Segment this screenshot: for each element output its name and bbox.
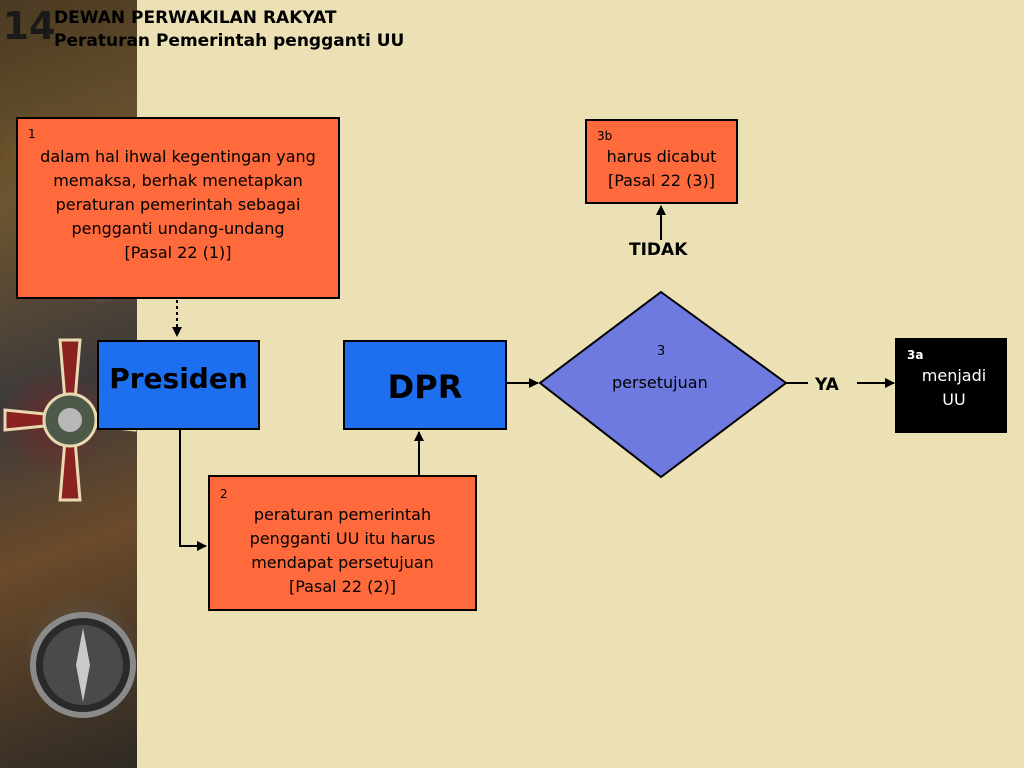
step-2-line: mendapat persetujuan [251,553,434,572]
step-3a-number: 3a [907,348,924,362]
step-2-line: [Pasal 22 (2)] [289,577,396,596]
step-3b-box: 3b harus dicabut [Pasal 22 (3)] [585,119,738,204]
arrow-presiden-to-step2 [179,430,207,551]
step-2-text: peraturan pemerintah pengganti UU itu ha… [210,503,475,599]
dpr-box: DPR [343,340,507,430]
step-1-line: memaksa, berhak menetapkan [53,171,303,190]
step-3-label: persetujuan [612,373,708,392]
step-2-line: pengganti UU itu harus [249,529,436,548]
slide-number-badge: 14 [2,4,56,48]
header-subtitle: Peraturan Pemerintah pengganti UU [54,31,405,51]
step-1-line: peraturan pemerintah sebagai [55,195,301,214]
step-2-line: peraturan pemerintah [253,505,432,524]
edge-label-ya: YA [815,375,839,395]
edge-label-tidak: TIDAK [629,240,688,260]
presiden-label: Presiden [109,362,248,395]
step-1-line: dalam hal ihwal kegentingan yang [40,147,316,166]
step-3a-line: UU [942,390,966,409]
step-1-box: 1 dalam hal ihwal kegentingan yang memak… [16,117,340,299]
step-3-number: 3 [657,344,666,359]
step-1-text: dalam hal ihwal kegentingan yang memaksa… [18,145,338,265]
step-1-line: pengganti undang-undang [71,219,285,238]
step-3a-text: menjadi UU [895,364,1007,412]
step-1-number: 1 [28,127,36,141]
step-3a-box: 3a menjadi UU [895,338,1007,433]
header-title: DEWAN PERWAKILAN RAKYAT [54,8,337,28]
step-1-line: [Pasal 22 (1)] [124,243,232,262]
decision-diamond [538,290,788,479]
step-2-number: 2 [220,487,228,501]
compass-icon [30,612,136,718]
step-3b-number: 3b [597,129,613,143]
presiden-box: Presiden [97,340,260,430]
step-3b-text: harus dicabut [Pasal 22 (3)] [587,145,736,193]
step-3b-line: harus dicabut [606,147,717,166]
dpr-label: DPR [387,368,463,406]
step-3b-line: [Pasal 22 (3)] [608,171,715,190]
step-3a-line: menjadi [921,366,987,385]
step-2-box: 2 peraturan pemerintah pengganti UU itu … [208,475,477,611]
